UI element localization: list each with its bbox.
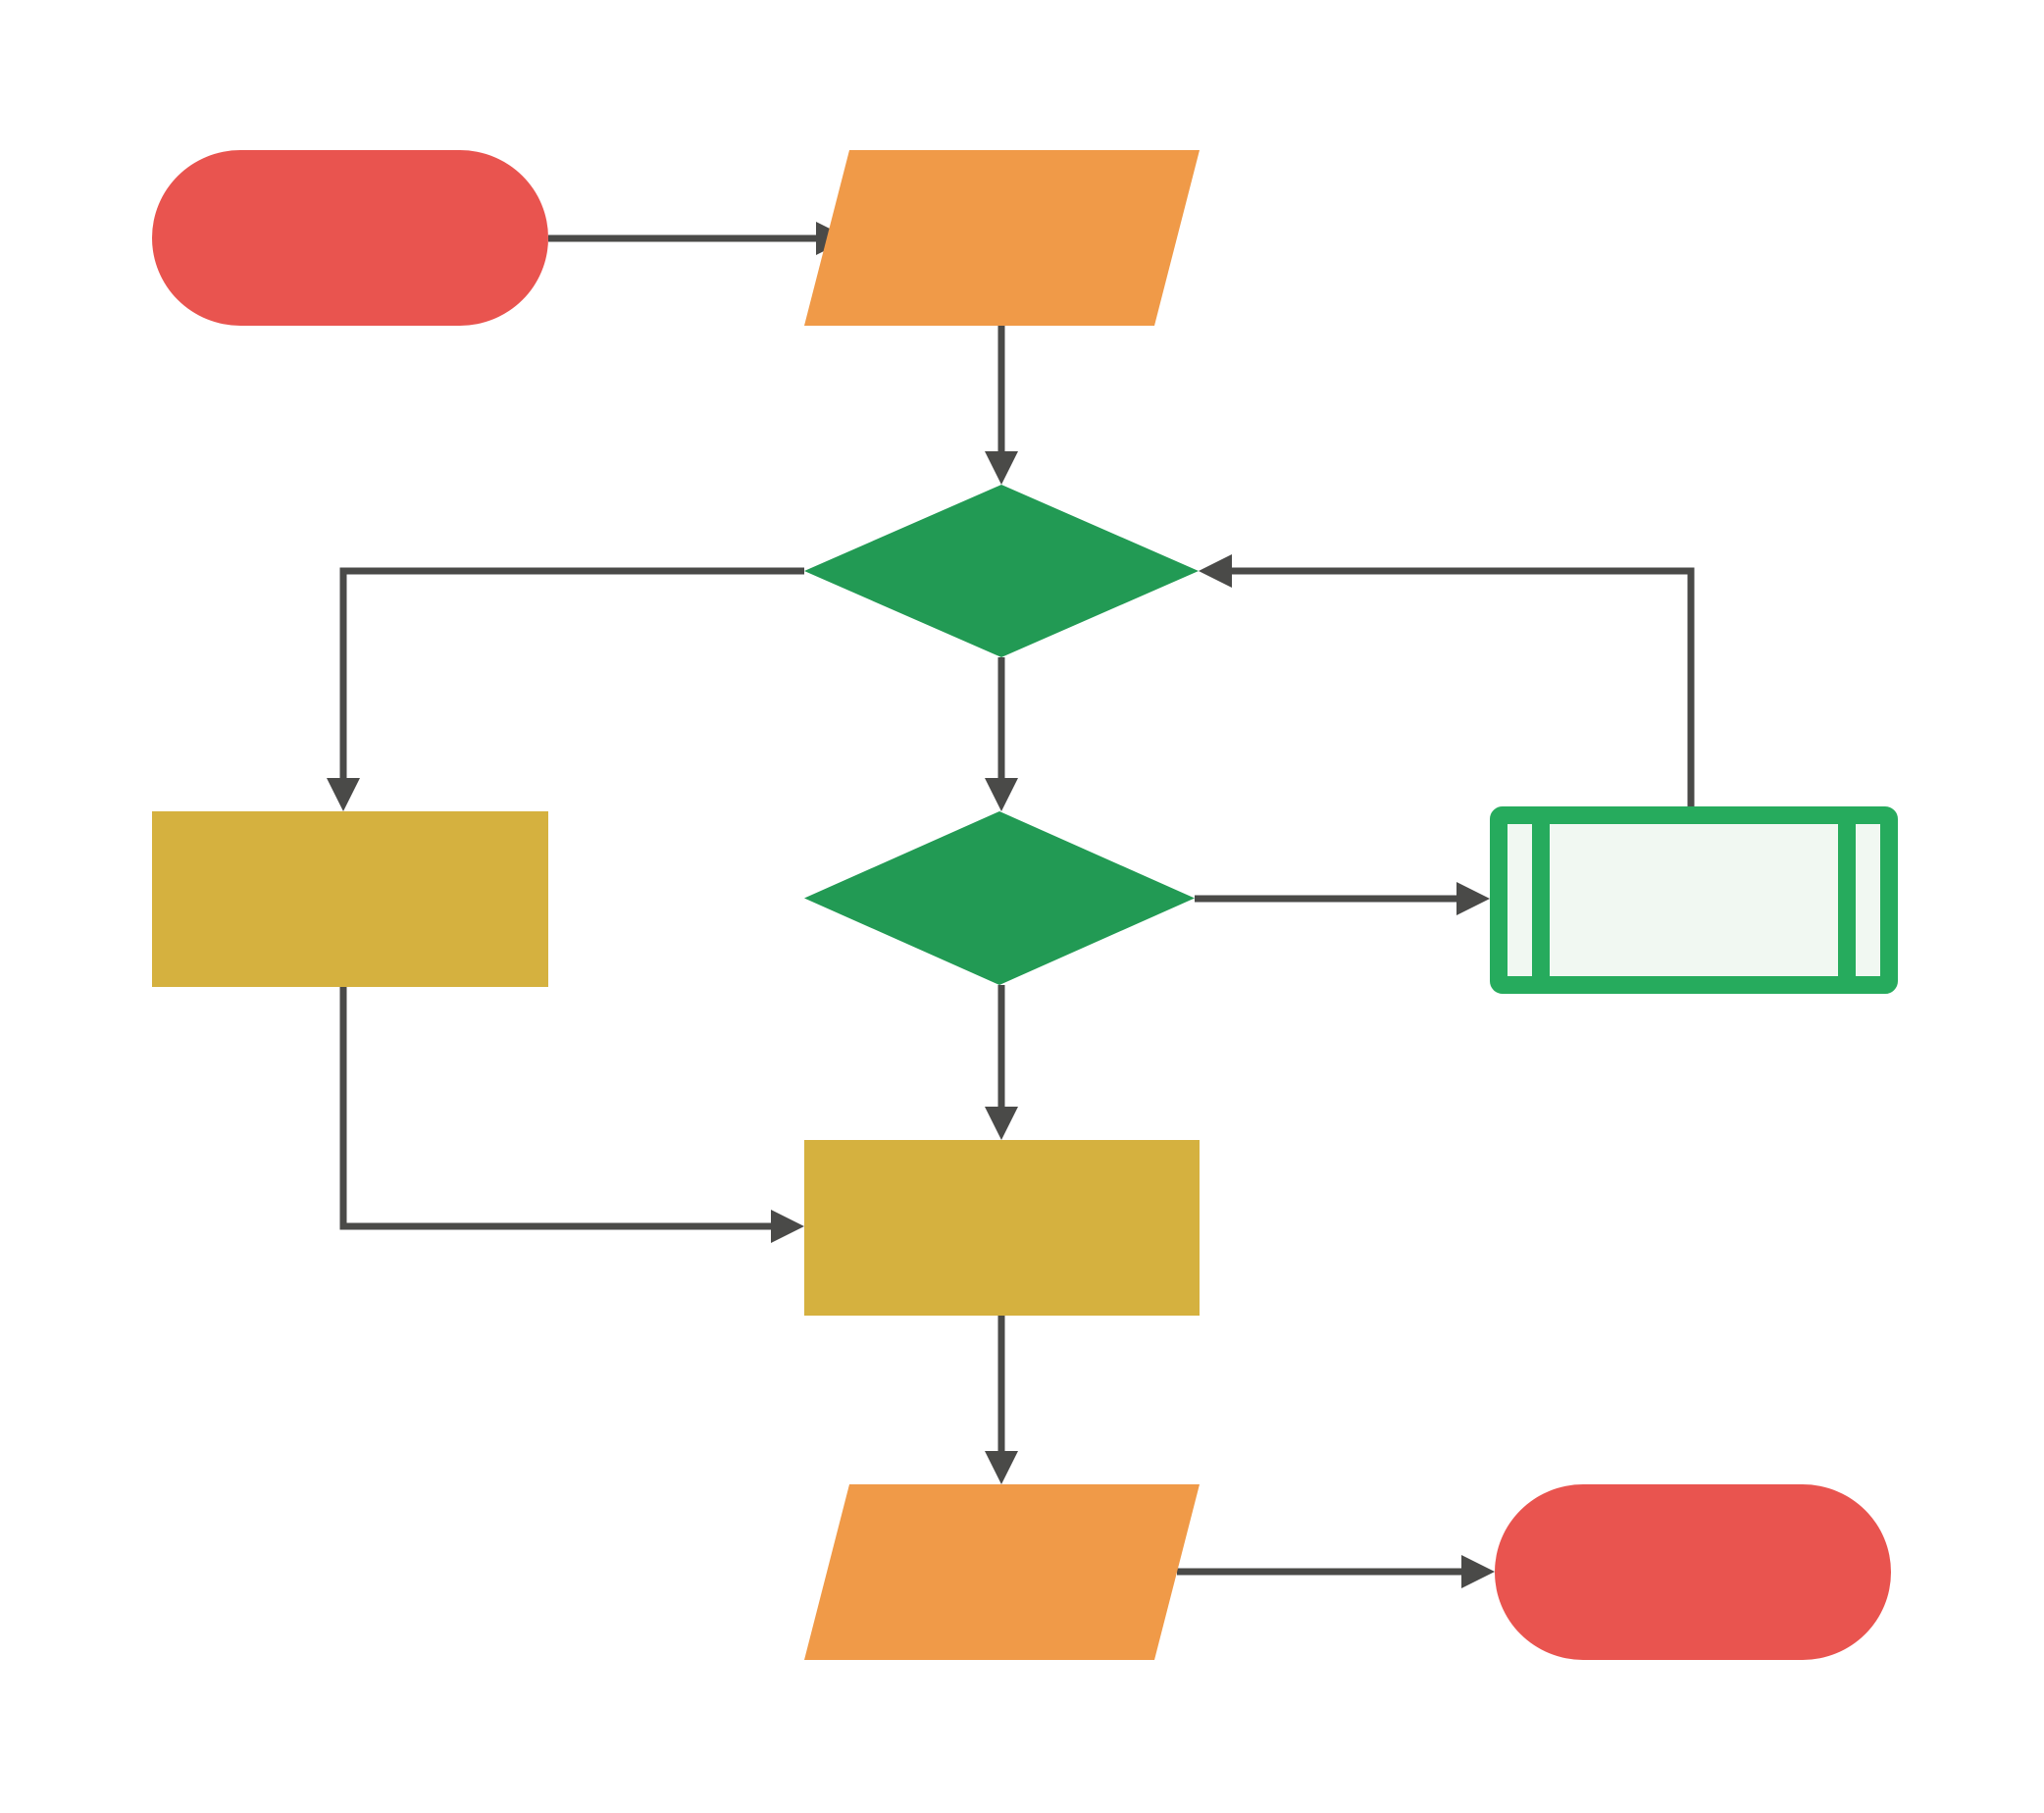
edge-decision1-to-process-left-arrowhead <box>327 778 360 811</box>
edge-decision1-to-process-left-line <box>339 567 804 778</box>
node-layer <box>152 150 1898 1660</box>
edge-process-center-to-output[interactable] <box>985 1316 1018 1484</box>
edge-decision2-to-subroutine[interactable] <box>1195 882 1490 915</box>
edge-process-left-to-process-center-line <box>339 987 771 1230</box>
process-rectangle-center[interactable] <box>804 1140 1200 1316</box>
edge-input-to-decision1-arrowhead <box>985 451 1018 485</box>
edge-decision1-to-decision2-arrowhead <box>985 778 1018 811</box>
edge-decision2-to-process-center[interactable] <box>985 985 1018 1140</box>
output-parallelogram-body <box>804 1484 1200 1660</box>
decision-diamond-primary-body <box>804 485 1199 657</box>
edge-process-left-to-process-center[interactable] <box>339 987 804 1243</box>
process-rectangle-left[interactable] <box>152 811 548 987</box>
edge-output-to-end[interactable] <box>1177 1555 1495 1588</box>
decision-diamond-secondary-body <box>804 811 1195 985</box>
edge-decision2-to-process-center-arrowhead <box>985 1107 1018 1140</box>
edge-input-to-decision1[interactable] <box>985 326 1018 485</box>
process-rectangle-center-body <box>804 1140 1200 1316</box>
end-terminator-body <box>1495 1484 1891 1660</box>
edge-subroutine-back-to-decision1-line <box>1232 567 1695 806</box>
decision-diamond-primary[interactable] <box>804 485 1199 657</box>
edge-decision2-to-subroutine-arrowhead <box>1456 882 1490 915</box>
predefined-process-box[interactable] <box>1490 806 1898 994</box>
output-parallelogram[interactable] <box>804 1484 1200 1660</box>
edge-process-center-to-output-arrowhead <box>985 1451 1018 1484</box>
edge-layer <box>327 222 1695 1588</box>
edge-subroutine-back-to-decision1-arrowhead <box>1199 554 1232 588</box>
decision-diamond-secondary[interactable] <box>804 811 1195 985</box>
edge-subroutine-back-to-decision1[interactable] <box>1199 554 1695 806</box>
input-parallelogram[interactable] <box>804 150 1200 326</box>
input-parallelogram-body <box>804 150 1200 326</box>
edge-output-to-end-arrowhead <box>1461 1555 1495 1588</box>
edge-decision1-to-process-left[interactable] <box>327 567 804 811</box>
edge-start-to-input[interactable] <box>548 222 849 255</box>
edge-process-left-to-process-center-arrowhead <box>771 1210 804 1243</box>
predefined-process-box-body <box>1490 806 1898 994</box>
start-terminator-body <box>152 150 548 326</box>
edge-decision1-to-decision2[interactable] <box>985 657 1018 811</box>
process-rectangle-left-body <box>152 811 548 987</box>
end-terminator[interactable] <box>1495 1484 1891 1660</box>
start-terminator[interactable] <box>152 150 548 326</box>
